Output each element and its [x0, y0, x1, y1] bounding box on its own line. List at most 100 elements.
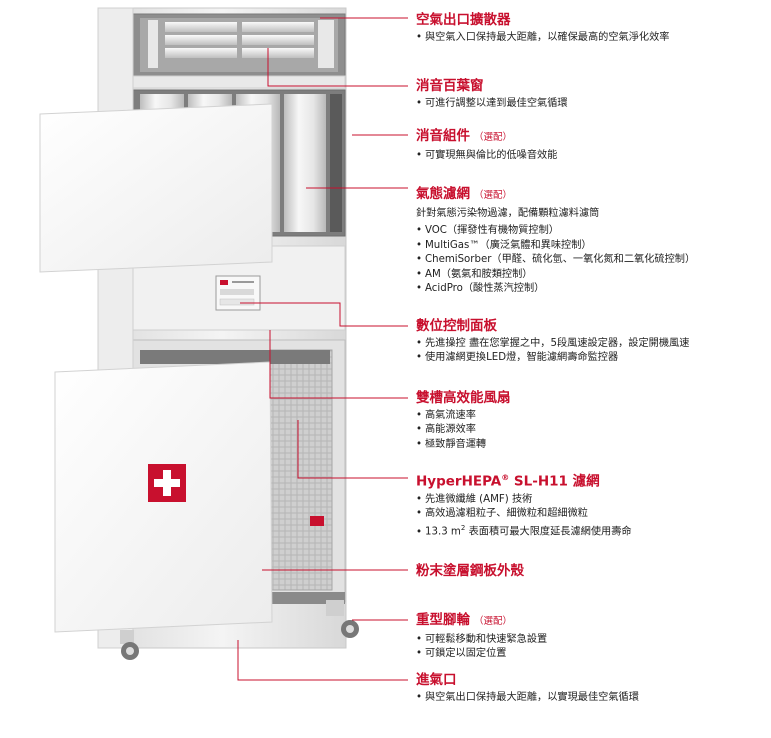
- callout-control-panel: 數位控制面板•先進操控 盡在您掌握之中，5段風速設定器，設定開機風速•使用濾網更…: [416, 318, 768, 366]
- callout-title-text: 重型腳輪: [416, 612, 470, 628]
- callout-title-sup: ®: [501, 473, 510, 482]
- list-item-text: 高能源效率: [425, 424, 476, 436]
- bullet: •: [416, 338, 423, 349]
- list-item: •極致靜音運轉: [416, 438, 768, 452]
- list-item-text: 使用濾網更換LED燈，智能濾網壽命監控器: [425, 352, 619, 364]
- callout-title-text: 進氣口: [416, 672, 457, 688]
- callout-title: 氣態濾網 （選配）: [416, 186, 768, 204]
- list-item-text: 可實現無與倫比的低噪音效能: [425, 150, 558, 161]
- callout-louvres: 消音百葉窗 •可進行調整以達到最佳空氣循環: [416, 78, 768, 111]
- list-item-text: 可輕鬆移動和快速緊急設置: [425, 634, 548, 645]
- area-text: 表面積可最大限度延長濾網使用壽命: [465, 526, 632, 538]
- callout-silencer: 消音組件 （選配） •可實現無與倫比的低噪音效能: [416, 128, 768, 163]
- callout-list: •可進行調整以達到最佳空氣循環: [416, 97, 768, 111]
- bullet: •: [416, 692, 423, 703]
- callout-title: 空氣出口擴散器: [416, 12, 768, 28]
- callout-hepa: HyperHEPA® SL-H11 濾網•先進微纖維 (AMF) 技術•高效過濾…: [416, 470, 768, 540]
- list-item-text: 與空氣出口保持最大距離，以實現最佳空氣循環: [425, 692, 639, 703]
- optional-badge: （選配）: [474, 132, 513, 143]
- list-item: •可鎖定以固定位置: [416, 647, 768, 661]
- gas-filter-cylinder-4: [284, 94, 326, 232]
- callout-title-text: 粉末塗層鋼板外殼: [416, 563, 524, 579]
- list-item: •與空氣出口保持最大距離，以實現最佳空氣循環: [416, 691, 768, 705]
- list-item: •13.3 m2 表面積可最大限度延長濾網使用壽命: [416, 521, 768, 540]
- bullet: •: [416, 225, 423, 237]
- list-item: •ChemiSorber（甲醛、硫化氫、一氧化氮和二氧化硫控制）: [416, 253, 768, 267]
- callout-list: •VOC（揮發性有機物質控制）•MultiGas™（廣泛氣體和異味控制）•Che…: [416, 224, 768, 296]
- list-item: •MultiGas™（廣泛氣體和異味控制）: [416, 239, 768, 253]
- list-item: •AM（氨氣和胺類控制）: [416, 268, 768, 282]
- callout-list: •可輕鬆移動和快速緊急設置•可鎖定以固定位置: [416, 633, 768, 662]
- bullet: •: [416, 493, 423, 505]
- callout-list: •與空氣出口保持最大距離，以實現最佳空氣循環: [416, 691, 768, 705]
- bullet: •: [416, 239, 423, 251]
- callout-title: 重型腳輪 （選配）: [416, 612, 768, 630]
- callout-title: 進氣口: [416, 672, 768, 688]
- callout-list: •先進微纖維 (AMF) 技術•高效過濾粗粒子、細微粒和超細微粒•13.3 m2…: [416, 493, 768, 541]
- list-item: •AcidPro（酸性蒸汽控制）: [416, 282, 768, 296]
- list-item-text: 可鎖定以固定位置: [425, 648, 507, 660]
- callout-title: HyperHEPA® SL-H11 濾網: [416, 470, 768, 490]
- list-item: •高效過濾粗粒子、細微粒和超細微粒: [416, 507, 768, 521]
- list-item-text: 極致靜音運轉: [425, 438, 487, 450]
- list-item-text: 高效過濾粗粒子、細微粒和超細微粒: [425, 507, 588, 519]
- bullet: •: [416, 424, 423, 436]
- bullet: •: [416, 438, 423, 450]
- bullet: •: [416, 268, 423, 280]
- list-item: •VOC（揮發性有機物質控制）: [416, 224, 768, 238]
- list-item-text: MultiGas™（廣泛氣體和異味控制）: [425, 239, 592, 251]
- callout-title-text: HyperHEPA: [416, 473, 502, 490]
- callout-list: •與空氣入口保持最大距離，以確保最高的空氣淨化效率: [416, 31, 768, 45]
- bullet: •: [416, 634, 423, 645]
- callout-title: 消音組件 （選配）: [416, 128, 768, 146]
- callout-castors: 重型腳輪（選配）•可輕鬆移動和快速緊急設置•可鎖定以固定位置: [416, 612, 768, 662]
- callout-fans: 雙槽高效能風扇•高氣流速率•高能源效率•極致靜音運轉: [416, 390, 768, 452]
- bullet: •: [416, 410, 423, 421]
- callout-title-text: 消音組件: [416, 128, 470, 144]
- list-item-text: 可進行調整以達到最佳空氣循環: [425, 98, 568, 109]
- callout-title: 粉末塗層鋼板外殼: [416, 563, 768, 579]
- bullet: •: [416, 648, 423, 660]
- callout-title-rest: SL-H11 濾網: [509, 473, 600, 490]
- list-item: •與空氣入口保持最大距離，以確保最高的空氣淨化效率: [416, 31, 768, 45]
- list-item: •可進行調整以達到最佳空氣循環: [416, 97, 768, 111]
- list-item-text: AM（氨氣和胺類控制）: [425, 268, 533, 280]
- callout-title: 消音百葉窗: [416, 78, 768, 94]
- callout-title: 雙槽高效能風扇: [416, 390, 768, 406]
- bullet: •: [416, 507, 423, 519]
- list-item: •先進微纖維 (AMF) 技術: [416, 493, 768, 507]
- list-item-text: 先進操控 盡在您掌握之中，5段風速設定器，設定開機風速: [425, 338, 690, 349]
- callout-list: •先進操控 盡在您掌握之中，5段風速設定器，設定開機風速•使用濾網更換LED燈，…: [416, 337, 768, 366]
- list-item-text: 高氣流速率: [425, 410, 476, 421]
- callout-list: •高氣流速率•高能源效率•極致靜音運轉: [416, 409, 768, 452]
- callout-outlet-diffuser: 空氣出口擴散器 •與空氣入口保持最大距離，以確保最高的空氣淨化效率: [416, 12, 768, 45]
- list-item: •先進操控 盡在您掌握之中，5段風速設定器，設定開機風速: [416, 337, 768, 351]
- louvre-blades: [165, 22, 314, 58]
- bullet: •: [416, 32, 423, 43]
- hepa-filter: [269, 349, 333, 591]
- callout-housing: 粉末塗層鋼板外殼: [416, 563, 768, 579]
- callout-title-text: 消音百葉窗: [416, 78, 484, 94]
- area-value: 13.3 m: [425, 526, 461, 538]
- list-item: •高能源效率: [416, 423, 768, 437]
- area-unit-sup: 2: [460, 524, 466, 533]
- optional-badge: （選配）: [474, 616, 513, 627]
- list-item-text: 先進微纖維 (AMF) 技術: [425, 493, 533, 505]
- list-item-text: VOC（揮發性有機物質控制）: [425, 225, 559, 237]
- front-panel-upper: [39, 103, 273, 273]
- list-item: •可實現無與倫比的低噪音效能: [416, 149, 768, 163]
- callout-intro: 針對氣態污染物過濾，配備顆粒濾料濾筒: [416, 208, 600, 219]
- optional-badge: （選配）: [474, 190, 513, 201]
- swiss-cross-icon: [148, 464, 186, 502]
- callout-inlet: 進氣口 •與空氣出口保持最大距離，以實現最佳空氣循環: [416, 672, 768, 705]
- bullet: •: [416, 352, 423, 364]
- list-item: •使用濾網更換LED燈，智能濾網壽命監控器: [416, 351, 768, 365]
- bullet: •: [416, 283, 423, 295]
- callout-gas-filter: 氣態濾網（選配）針對氣態污染物過濾，配備顆粒濾料濾筒•VOC（揮發性有機物質控制…: [416, 186, 768, 296]
- filter-handle: [310, 516, 324, 526]
- bullet: •: [416, 150, 423, 161]
- list-item: •可輕鬆移動和快速緊急設置: [416, 633, 768, 647]
- callout-title-text: 氣態濾網: [416, 186, 470, 202]
